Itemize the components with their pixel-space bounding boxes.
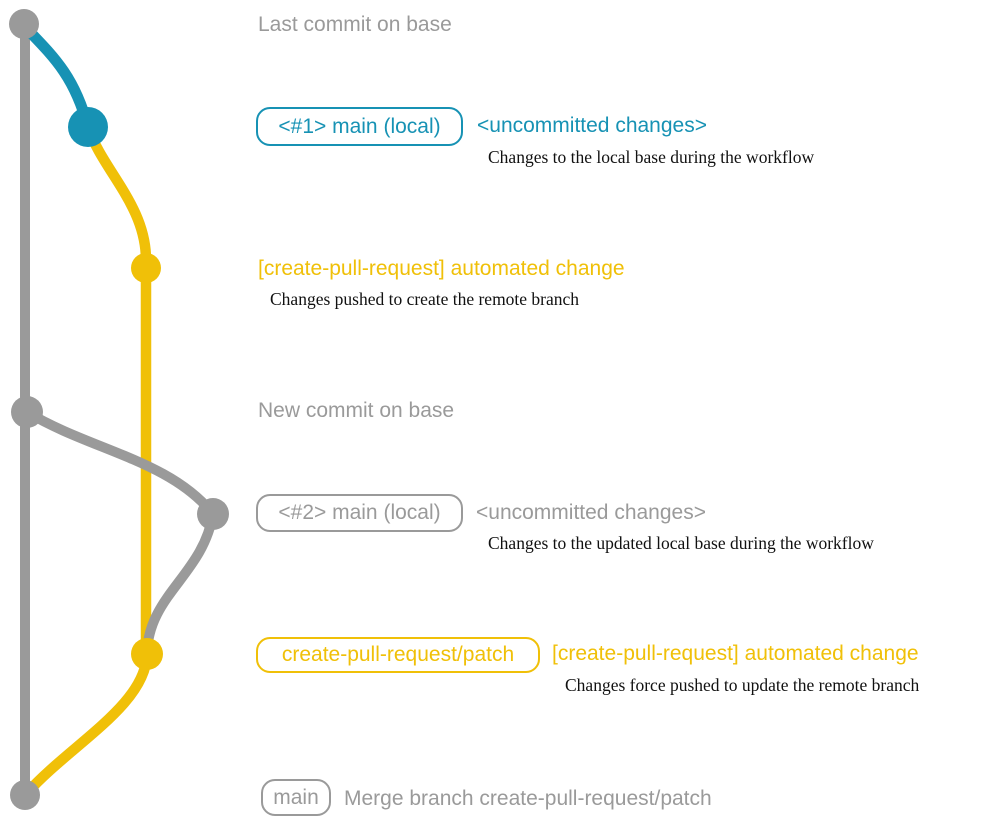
- commit-dot-main-local-1: [68, 107, 108, 147]
- merge-patch-edge: [21, 648, 153, 799]
- commit-dot-last-on-base: [9, 9, 39, 39]
- branch-pill-main: main: [261, 779, 331, 816]
- branch-pill-main-local-2-label: <#2> main (local): [278, 501, 441, 524]
- commit-dot-patch-2: [131, 638, 163, 670]
- label-automated-change-1: [create-pull-request] automated change: [258, 257, 625, 280]
- branch-pill-main-local-1-label: <#1> main (local): [278, 114, 441, 138]
- note-local-base-changes: Changes to the local base during the wor…: [488, 147, 815, 167]
- branch-pill-main-label: main: [273, 785, 319, 809]
- label-new-commit-on-base: New commit on base: [258, 399, 455, 422]
- label-uncommitted-changes-1: <uncommitted changes>: [477, 114, 707, 137]
- label-automated-change-2: [create-pull-request] automated change: [552, 642, 919, 665]
- branch-pill-main-local-2: <#2> main (local): [256, 494, 463, 532]
- note-updated-local-base-changes: Changes to the updated local base during…: [488, 533, 874, 553]
- label-uncommitted-changes-2: <uncommitted changes>: [476, 501, 706, 524]
- label-merge-branch: Merge branch create-pull-request/patch: [344, 787, 712, 810]
- patch-branch-edge: [82, 121, 152, 661]
- commit-dot-patch-1: [131, 253, 161, 283]
- branch-pill-patch: create-pull-request/patch: [256, 637, 540, 673]
- commit-dot-merge: [10, 780, 40, 810]
- branch-pill-patch-label: create-pull-request/patch: [281, 643, 515, 666]
- rebase-to-patch-edge: [142, 509, 218, 659]
- commit-dot-new-on-base: [11, 396, 43, 428]
- branch-pill-main-local-1: <#1> main (local): [256, 107, 463, 146]
- fork-to-main-local-2-edge: [22, 407, 218, 519]
- commit-dot-main-local-2: [197, 498, 229, 530]
- note-force-pushed-update-remote: Changes force pushed to update the remot…: [565, 675, 920, 695]
- note-pushed-create-remote: Changes pushed to create the remote bran…: [270, 289, 580, 309]
- label-last-commit-on-base: Last commit on base: [258, 13, 452, 36]
